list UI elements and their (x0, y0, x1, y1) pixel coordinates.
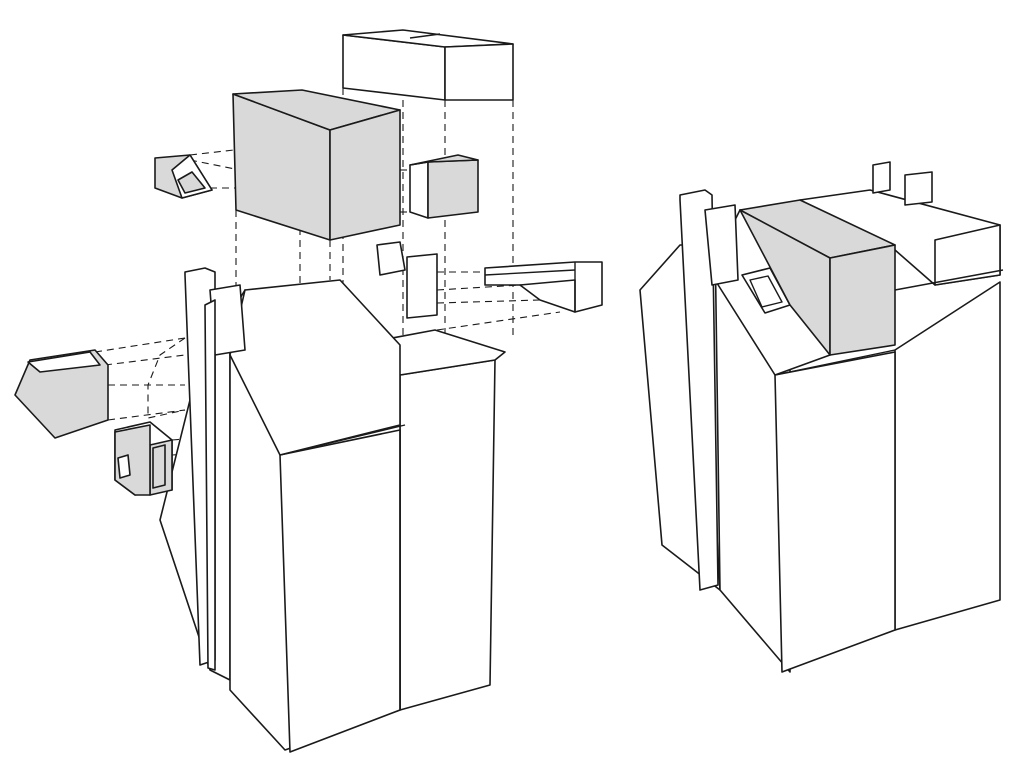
exploded-view (14, 29, 603, 753)
roof-chimneys (872, 161, 933, 206)
grey-roof-volume-assembled (739, 199, 896, 356)
chimney-stack-left (184, 267, 246, 671)
small-chimney-blocks (376, 241, 438, 319)
rear-tower-volume (342, 29, 514, 101)
grey-roof-volume (232, 89, 401, 241)
chimney-stack (679, 189, 739, 591)
assembled-view (639, 161, 1004, 673)
left-gable-extension (14, 349, 109, 439)
small-dormer-left (154, 154, 213, 199)
rear-right-box (409, 154, 479, 219)
side-porch-box (114, 421, 173, 496)
rear-annex-extension (484, 261, 603, 313)
main-house-block-assembled (639, 189, 1004, 673)
